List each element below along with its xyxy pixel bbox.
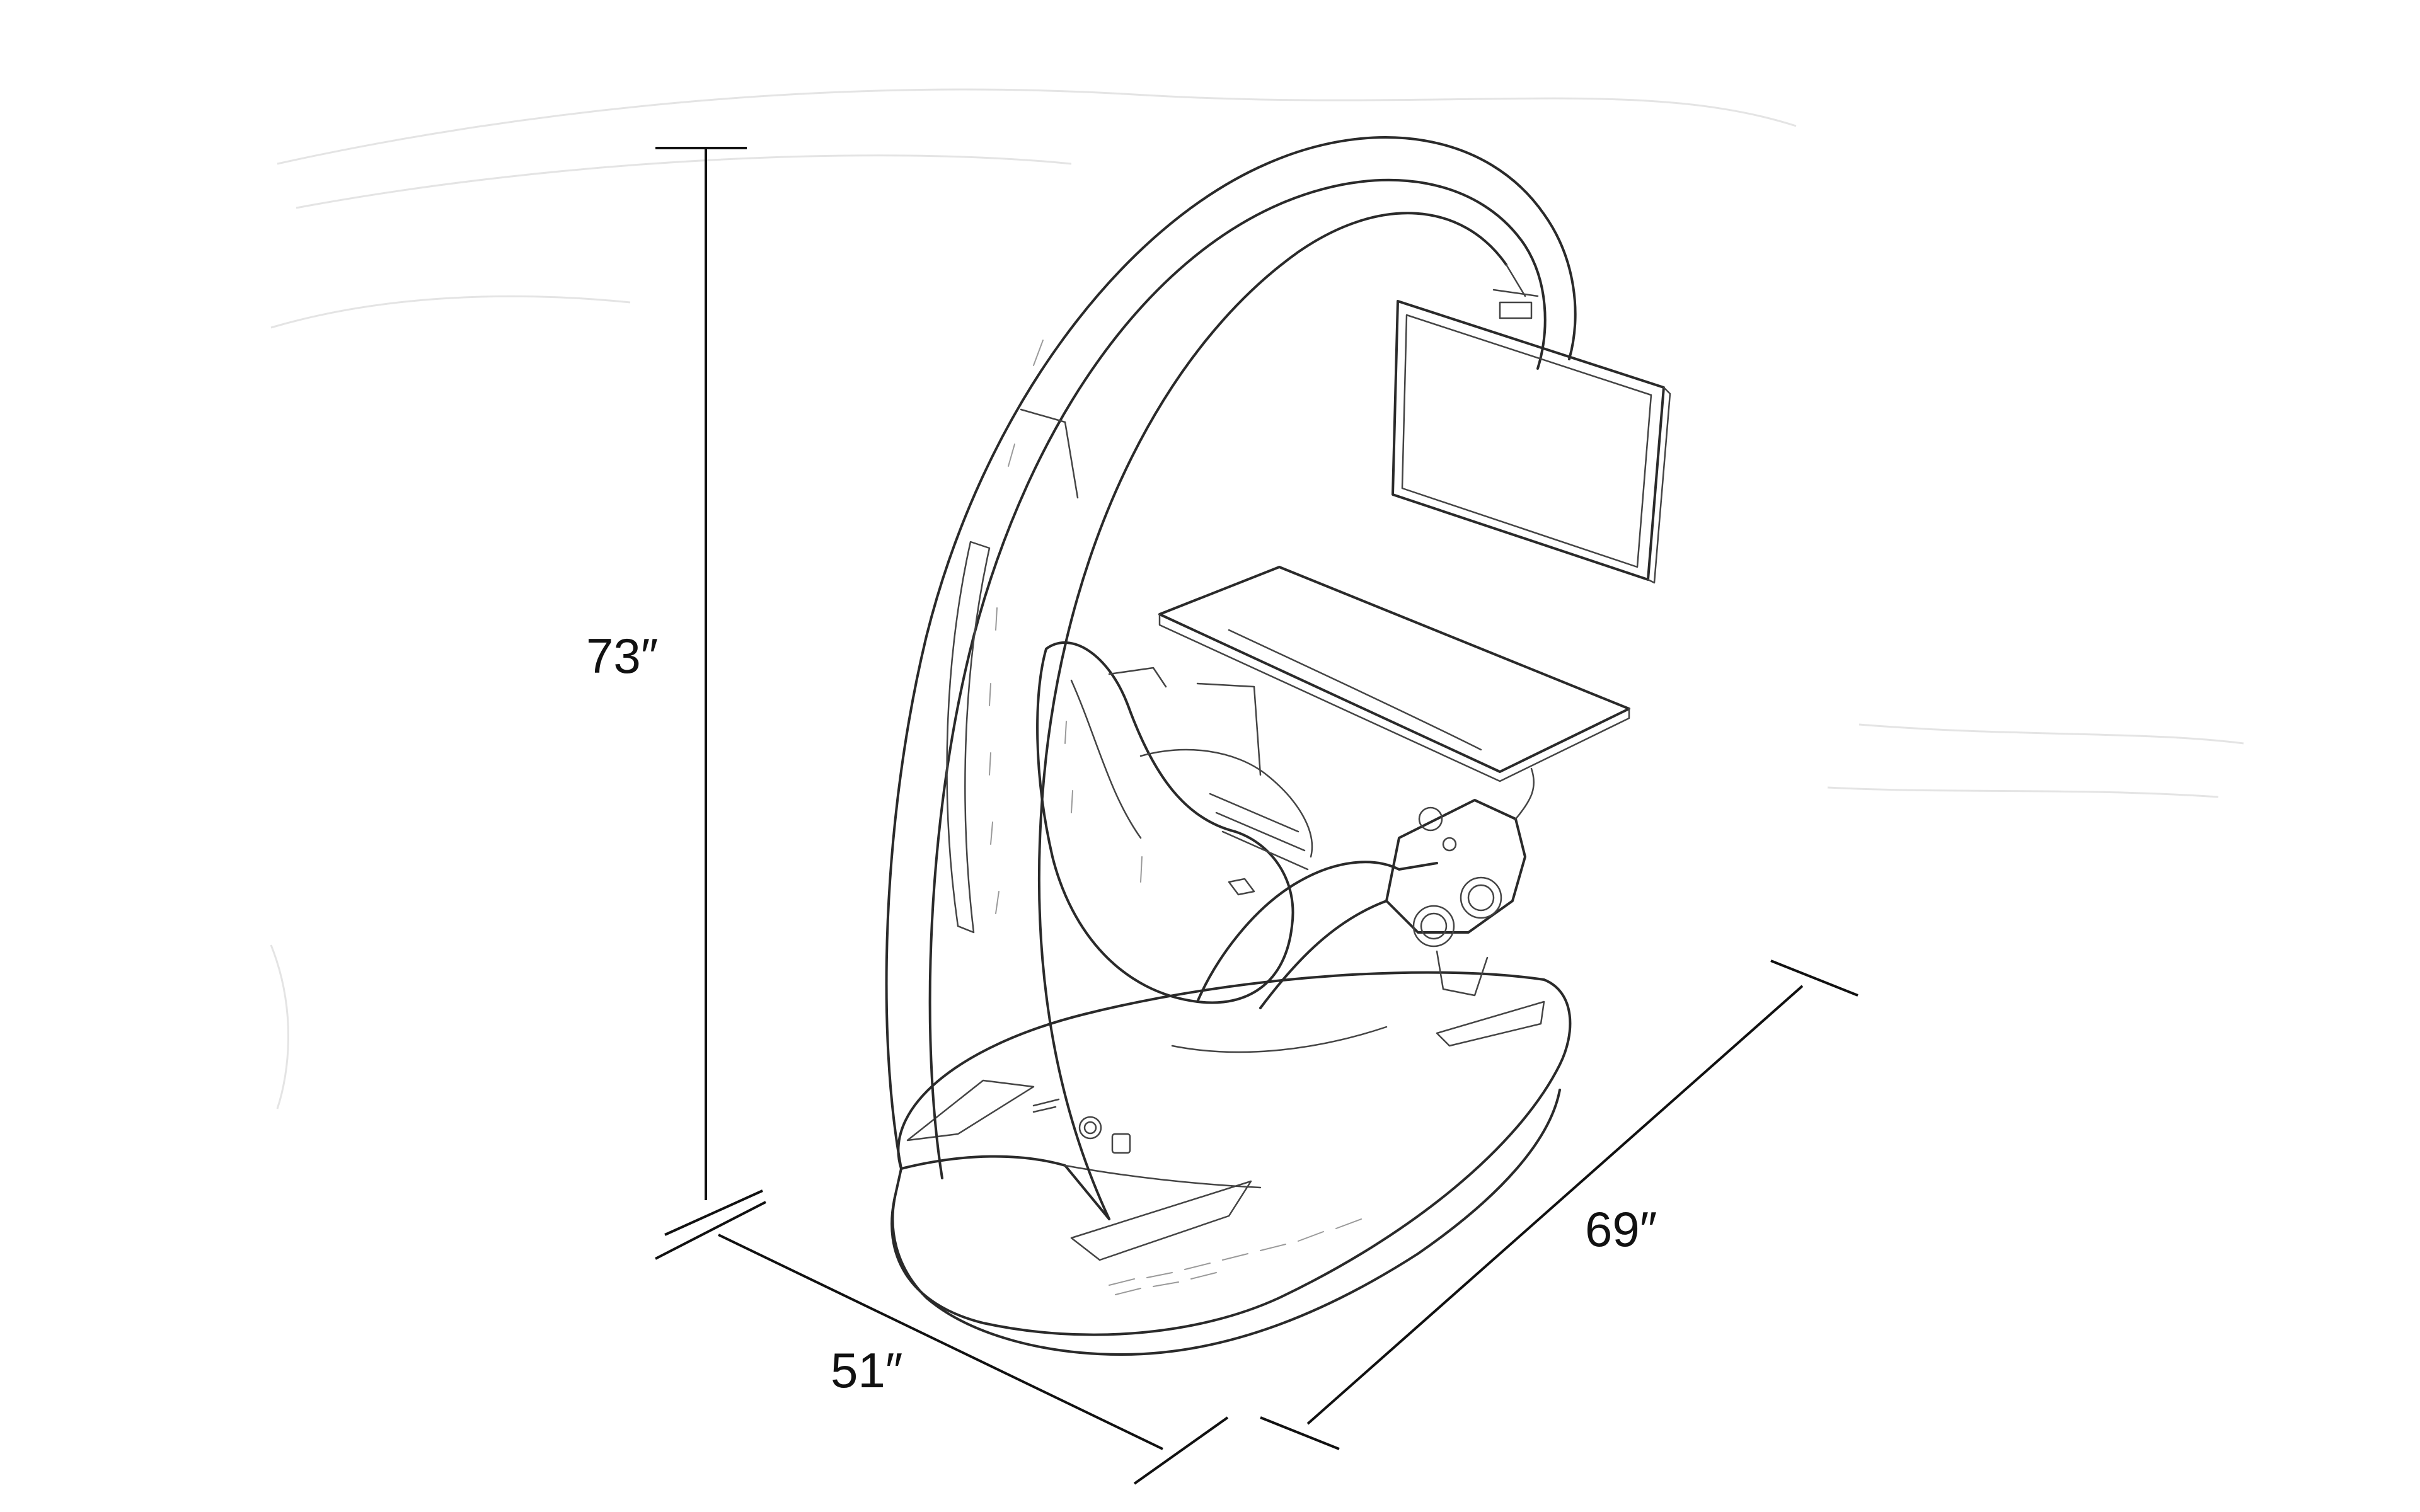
ring-arch: [885, 136, 1577, 1220]
monitor: [1392, 300, 1671, 584]
depth-dimension-label: 69″: [1585, 1201, 1657, 1257]
background-sketch-texture: [270, 88, 2244, 1109]
width-dimension-left-tick: [655, 1201, 766, 1260]
height-dimension-label: 73″: [586, 628, 658, 684]
arm-console: [1385, 767, 1535, 997]
width-dimension-line: [718, 1234, 1163, 1450]
width-dimension-label: 51″: [831, 1343, 902, 1398]
depth-dimension: 69″: [1260, 959, 1858, 1450]
gaming-cockpit-illustration: [885, 136, 1671, 1356]
power-switch: [1111, 1133, 1131, 1154]
base-platform: [890, 971, 1572, 1356]
width-dimension-right-tick: [1133, 1416, 1229, 1485]
console-joystick: [1418, 806, 1443, 832]
depth-dimension-bottom-tick: [1260, 1416, 1340, 1450]
depth-dimension-line: [1306, 985, 1804, 1425]
width-dimension: 51″: [655, 1201, 1229, 1485]
keyboard-tray: [1158, 566, 1630, 782]
power-knob: [1078, 1116, 1102, 1140]
cup-holder-right: [1460, 876, 1502, 919]
racing-seat: [1036, 641, 1438, 1053]
cup-holder-left: [1412, 905, 1455, 948]
height-dimension-bottom-tick: [664, 1189, 763, 1236]
depth-dimension-top-tick: [1770, 959, 1858, 997]
height-dimension: 73″: [586, 147, 763, 1236]
